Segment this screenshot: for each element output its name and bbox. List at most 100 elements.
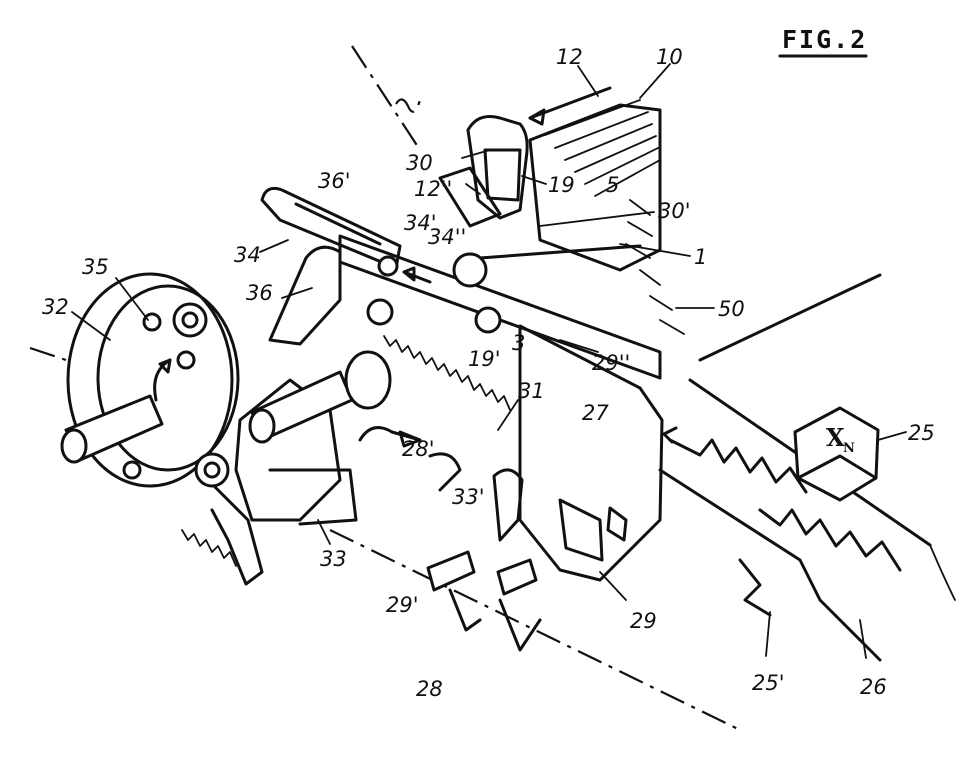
- disc-32-rim: [96, 284, 240, 472]
- label-34: 34: [234, 243, 261, 267]
- hook-lower: [448, 588, 542, 652]
- arrow-28p-head: [398, 430, 422, 448]
- label-12: 12: [556, 45, 583, 69]
- leader-12pp: [465, 183, 481, 195]
- keycap-25: [793, 406, 880, 502]
- label-29pp: 29'': [592, 351, 630, 375]
- label-50: 50: [718, 297, 745, 321]
- bracket-30: [466, 115, 529, 220]
- bracket-30-window: [483, 148, 522, 202]
- label-28: 28: [416, 677, 443, 701]
- guide-rail-lower: [758, 508, 902, 572]
- label-28p: 28': [402, 437, 435, 461]
- label-29: 29: [630, 609, 657, 633]
- baseplate-edge-end: [929, 544, 956, 601]
- axis-upper: [351, 45, 421, 151]
- roller-lower-hub: [203, 461, 221, 479]
- leader-25: [877, 431, 907, 441]
- leader-10: [639, 63, 671, 99]
- arrow-34pp-head: [402, 266, 416, 282]
- disc-hole-1: [142, 312, 162, 332]
- label-35: 35: [82, 255, 109, 279]
- spring-anchor: [366, 298, 394, 326]
- label-3: 3: [512, 331, 525, 355]
- label-30: 30: [406, 151, 433, 175]
- frame-33: [234, 378, 342, 522]
- label-10: 10: [656, 45, 683, 69]
- lever-33p: [428, 452, 462, 492]
- lever-36: [268, 245, 342, 346]
- label-25p: 25': [752, 671, 785, 695]
- housing-29: [518, 324, 664, 582]
- label-33: 33: [320, 547, 347, 571]
- shaft-3: [478, 244, 642, 260]
- label-19: 19: [548, 173, 575, 197]
- label-29p: 29': [386, 593, 419, 617]
- shaft-mid-end: [248, 408, 276, 444]
- leader-19: [521, 175, 547, 185]
- axis-lower: [329, 529, 741, 731]
- roller-35-hub: [181, 311, 199, 329]
- roller-lower: [194, 452, 230, 488]
- leader-36: [281, 287, 313, 299]
- rotation-arrow-head: [158, 358, 172, 374]
- slider-34: [260, 186, 402, 270]
- pivot-34p: [377, 255, 399, 277]
- disc-hole-3: [122, 460, 142, 480]
- baseplate-edge-top: [698, 273, 882, 362]
- guide-rail-upper: [668, 438, 808, 494]
- wire-bundle-50: [625, 199, 685, 335]
- label-19p: 19': [468, 347, 501, 371]
- leader-35: [115, 277, 149, 321]
- pawl-29p: [492, 468, 524, 542]
- keycap-legend-sub: N: [843, 441, 855, 456]
- leader-30: [461, 149, 491, 159]
- leader-34: [259, 239, 289, 253]
- label-27: 27: [582, 401, 609, 425]
- bracket-12pp: [438, 166, 502, 228]
- pin-29p: [426, 550, 476, 592]
- label-25: 25: [908, 421, 935, 445]
- spring-31: [383, 335, 511, 411]
- figure-title: FIG.2: [782, 25, 867, 54]
- key-slot-edge: [658, 468, 882, 662]
- slider-34-slot: [294, 202, 382, 246]
- label-32: 32: [42, 295, 69, 319]
- pivot-3: [452, 252, 488, 288]
- disc-hole-2: [176, 350, 196, 370]
- label-5: 5: [606, 173, 619, 197]
- keycap-25-face: [796, 454, 878, 480]
- label-33p: 33': [452, 485, 485, 509]
- roller-35: [172, 302, 208, 338]
- label-34pp: 34'': [428, 225, 466, 249]
- label-12pp: 12'': [414, 177, 452, 201]
- label-1: 1: [694, 245, 707, 269]
- leader-26: [859, 619, 867, 659]
- label-34p: 34': [404, 211, 437, 235]
- shaft-hub: [344, 350, 392, 410]
- key-stem-25p: [738, 558, 772, 617]
- leader-31: [497, 399, 519, 431]
- drive-shaft-end: [60, 428, 88, 464]
- leader-1: [619, 243, 691, 257]
- pivot-19p: [474, 306, 502, 334]
- housing-29-roller: [606, 506, 628, 542]
- leader-30p: [539, 211, 655, 227]
- pin-lower: [496, 558, 538, 596]
- arrow-27: [662, 426, 678, 444]
- arrow-12-head: [528, 108, 546, 126]
- label-31: 31: [518, 379, 545, 403]
- frame-33-foot: [268, 468, 358, 526]
- axis-break: [395, 98, 422, 113]
- lever-28p: [358, 426, 422, 442]
- label-36p: 36': [318, 169, 351, 193]
- leader-33: [317, 519, 331, 545]
- leader-32: [71, 311, 111, 341]
- housing-29-slot: [558, 498, 604, 562]
- comb-teeth: [544, 99, 661, 197]
- label-36: 36: [246, 281, 273, 305]
- spring-lower: [181, 529, 237, 567]
- leader-12: [577, 65, 599, 97]
